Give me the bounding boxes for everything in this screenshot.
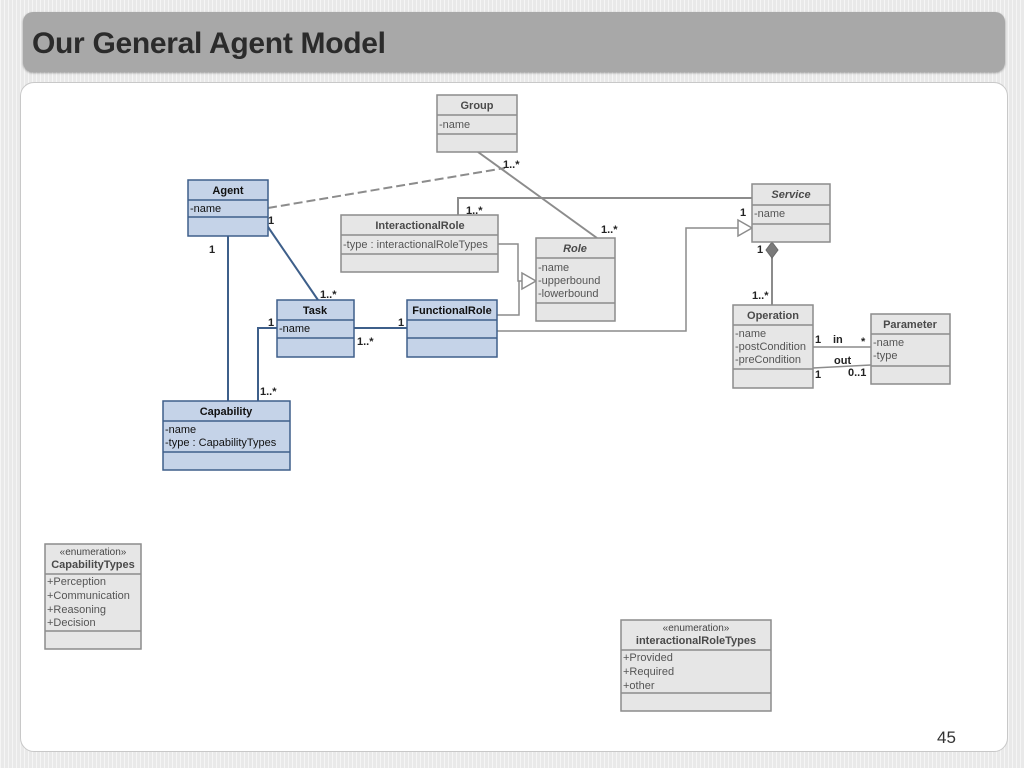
agent-group-dashed-association [267, 167, 506, 209]
multiplicity-out-parameter-end: 0..1 [848, 367, 866, 379]
multiplicity-in-parameter-end: * [861, 336, 866, 348]
class-attribute: -preCondition [735, 354, 801, 366]
enumeration-capability-types: «enumeration» CapabilityTypes +Perceptio… [44, 543, 142, 650]
page-number: 45 [937, 728, 956, 747]
class-attribute: -name [538, 262, 569, 274]
multiplicity-service-interactional-role: 1..* [466, 205, 483, 217]
functional-role-service-generalization [497, 227, 738, 332]
class-name: Task [303, 305, 328, 317]
enumeration-stereotype: «enumeration» [60, 547, 127, 558]
class-operation: Operation -name -postCondition -preCondi… [732, 304, 814, 389]
agent-task-association [265, 223, 319, 301]
multiplicity-agent-task-agent-end: 1 [268, 215, 274, 227]
service-generalization-arrowhead [737, 218, 754, 238]
multiplicity-agent-capability: 1 [209, 244, 215, 256]
enumeration-interactional-role-types: «enumeration» interactionalRoleTypes +Pr… [620, 619, 772, 712]
class-name: Agent [212, 185, 244, 197]
multiplicity-operation-end: 1..* [752, 290, 769, 302]
multiplicity-labels: 1..* 1..* 1..* 1 1 1..* 1 1 1..* 1..* 1 … [209, 159, 866, 398]
enumeration-name: interactionalRoleTypes [636, 635, 756, 647]
multiplicity-agent-task-task-end: 1..* [320, 289, 337, 301]
multiplicity-service-end: 1 [740, 207, 746, 219]
multiplicity-task-capability-capability-end: 1..* [260, 386, 277, 398]
multiplicity-in-operation-end: 1 [815, 334, 821, 346]
multiplicity-group-role-group-end: 1..* [503, 159, 520, 171]
enumeration-name: CapabilityTypes [51, 559, 135, 571]
enumeration-literal: +Provided [623, 652, 673, 664]
generalization-arrowhead [521, 271, 538, 291]
enumeration-literal: +Communication [47, 590, 130, 602]
enumeration-literal: +Required [623, 666, 674, 678]
enumeration-literal: +Perception [47, 576, 106, 588]
class-attribute: -name [754, 208, 785, 220]
class-attribute: -name [165, 424, 196, 436]
association-label-out: out [834, 355, 851, 367]
slide-title-bar: Our General Agent Model [23, 12, 1005, 72]
class-attribute: -name [279, 323, 310, 335]
class-group: Group -name [436, 94, 518, 153]
class-name: Group [461, 100, 494, 112]
class-attribute: -name [439, 119, 470, 131]
class-attribute: -type [873, 350, 897, 362]
multiplicity-task-functional-role: 1..* [357, 336, 374, 348]
group-role-association [477, 151, 598, 239]
class-name: Role [563, 243, 587, 255]
multiplicity-service-composition: 1 [757, 244, 763, 256]
class-role: Role -name -upperbound -lowerbound [535, 237, 616, 322]
enumeration-literal: +Decision [47, 617, 96, 629]
class-service: Service -name [751, 183, 831, 243]
class-attribute: -name [735, 328, 766, 340]
multiplicity-task-capability-task-end: 1 [268, 317, 274, 329]
class-attribute: -name [873, 337, 904, 349]
class-attribute: -name [190, 203, 221, 215]
class-task: Task -name [276, 299, 355, 358]
slide-title: Our General Agent Model [32, 27, 386, 60]
task-capability-association [257, 327, 277, 401]
connectors [227, 151, 872, 401]
enumeration-literal: +other [623, 680, 655, 692]
class-attribute: -postCondition [735, 341, 806, 353]
multiplicity-out-operation-end: 1 [815, 369, 821, 381]
association-label-in: in [833, 334, 843, 346]
enumeration-literal: +Reasoning [47, 604, 106, 616]
multiplicity-group-role-role-end: 1..* [601, 224, 618, 236]
class-name: Service [771, 189, 810, 201]
class-name: Parameter [883, 319, 938, 331]
class-functional-role: FunctionalRole [406, 299, 498, 358]
multiplicity-functional-role-end: 1 [398, 317, 404, 329]
class-attribute: -upperbound [538, 275, 600, 287]
class-name: Capability [200, 406, 253, 418]
class-name: FunctionalRole [412, 305, 491, 317]
interactional-role-generalization [498, 243, 522, 282]
out-association [812, 364, 872, 369]
class-name: InteractionalRole [375, 220, 464, 232]
composition-diamond [765, 241, 779, 259]
class-parameter: Parameter -name -type [870, 313, 951, 385]
class-attribute: -type : interactionalRoleTypes [343, 239, 488, 251]
class-agent: Agent -name [187, 179, 269, 237]
class-attribute: -lowerbound [538, 288, 599, 300]
service-interactional-role-association [457, 197, 752, 215]
class-capability: Capability -name -type : CapabilityTypes [162, 400, 291, 471]
class-attribute: -type : CapabilityTypes [165, 437, 277, 449]
functional-role-generalization [497, 281, 520, 316]
enumeration-stereotype: «enumeration» [663, 623, 730, 634]
class-interactional-role: InteractionalRole -type : interactionalR… [340, 214, 499, 273]
class-name: Operation [747, 310, 799, 322]
